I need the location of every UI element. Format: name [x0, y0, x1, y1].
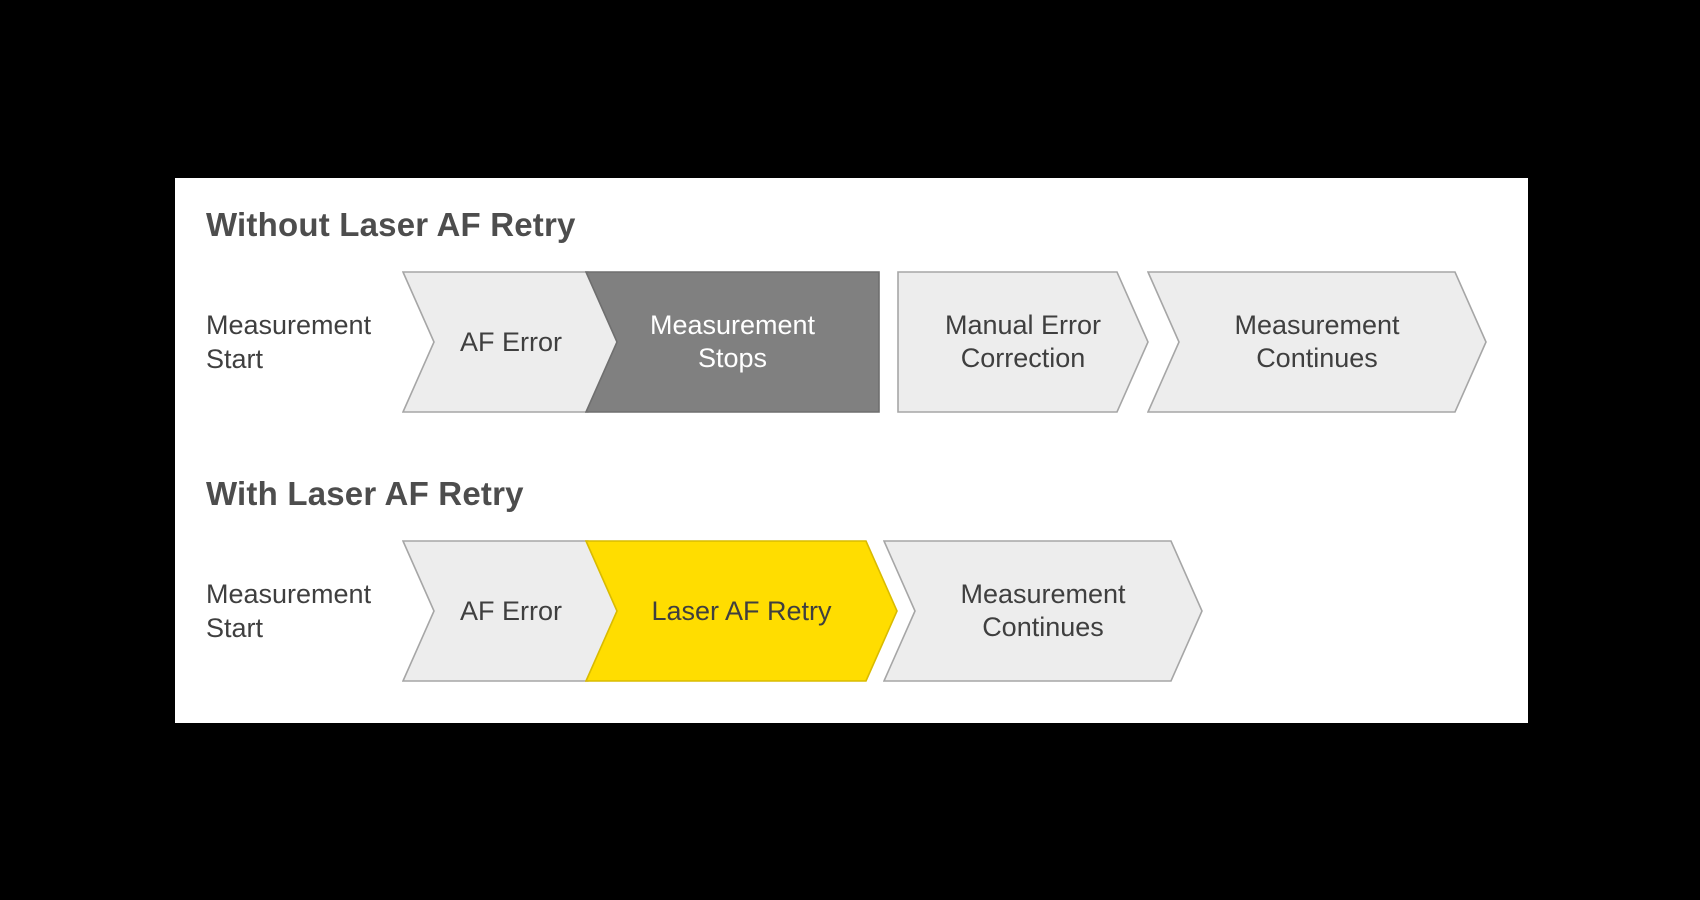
step-label: AF Error — [459, 326, 562, 357]
chevron-shape-notch-left-point-right — [1147, 271, 1487, 413]
process-flow-without-laser-af-retry: Measurement Start AF Error Measurement S… — [175, 271, 1528, 413]
step-manual-error-correction-without[interactable]: Manual Error Correction — [897, 271, 1149, 413]
step-laser-af-retry[interactable]: Laser AF Retry — [585, 540, 898, 682]
start-label-without: Measurement Start — [206, 310, 372, 374]
chevron-shape-notch-left-flat-right — [585, 271, 880, 413]
process-flow-with-laser-af-retry: Measurement Start AF Error Laser AF Retr… — [175, 540, 1528, 682]
chevron-shape-notch-left-point-right — [585, 540, 898, 682]
section-heading-with-laser-af-retry: With Laser AF Retry — [206, 475, 524, 512]
step-label: Laser AF Retry — [651, 595, 832, 626]
chevron-shape-flat-left-point-right — [897, 271, 1149, 413]
step-label: AF Error — [459, 595, 562, 626]
step-label: Manual Error Correction — [944, 310, 1102, 373]
step-label: Measurement Continues — [960, 579, 1126, 642]
step-label: Measurement Continues — [1234, 310, 1400, 373]
diagram-panel: Without Laser AF Retry Measurement Start… — [175, 178, 1528, 723]
step-af-error-with[interactable]: AF Error — [402, 540, 620, 682]
step-measurement-stops-without[interactable]: Measurement Stops — [585, 271, 880, 413]
step-label: Measurement Stops — [649, 310, 816, 373]
step-measurement-continues-without[interactable]: Measurement Continues — [1147, 271, 1487, 413]
step-measurement-continues-with[interactable]: Measurement Continues — [883, 540, 1203, 682]
chevron-shape-notch-left-point-right — [883, 540, 1203, 682]
start-label-with: Measurement Start — [206, 579, 372, 643]
section-heading-without-laser-af-retry: Without Laser AF Retry — [206, 206, 576, 243]
